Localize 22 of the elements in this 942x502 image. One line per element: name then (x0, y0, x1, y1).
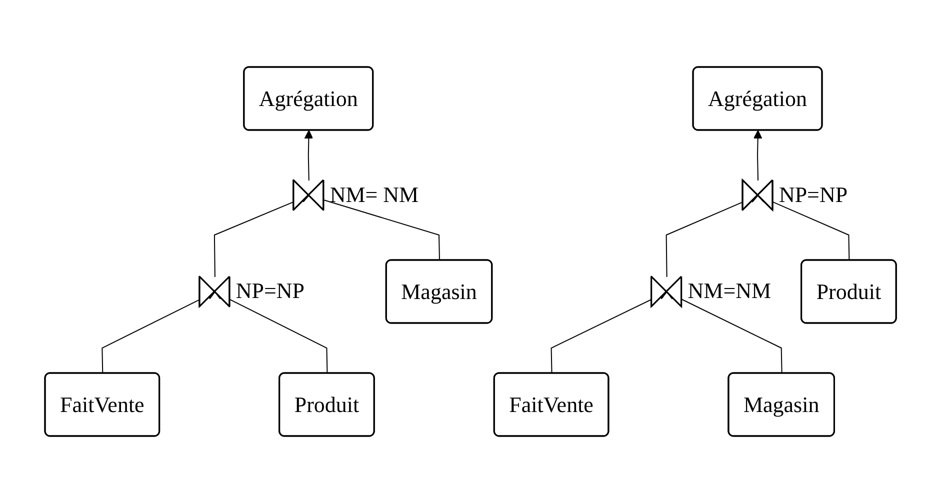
relation-box: Magasin (386, 258, 494, 324)
join-symbol (199, 275, 231, 307)
relation-box: Produit (801, 258, 898, 324)
relation-box: Magasin (728, 372, 836, 436)
arrow (754, 130, 763, 180)
join-condition: NP=NP (778, 182, 848, 207)
join-symbol (651, 275, 682, 307)
arrow (666, 194, 759, 277)
arrow (214, 194, 310, 277)
arrow (551, 291, 668, 374)
relation-box: Agrégation (692, 66, 824, 130)
arrow (304, 130, 314, 180)
join-condition: NP=NP (236, 278, 305, 304)
relation-box: Agrégation (244, 66, 374, 130)
join-symbol (293, 178, 325, 210)
arrow (102, 291, 216, 374)
join-condition: NM= NM (330, 182, 419, 207)
relation-box: FaitVente (494, 372, 610, 436)
join-condition: NM=NM (688, 278, 772, 304)
relation-box: FaitVente (44, 372, 161, 436)
relation-box: Produit (279, 372, 376, 436)
join-symbol (742, 178, 774, 210)
